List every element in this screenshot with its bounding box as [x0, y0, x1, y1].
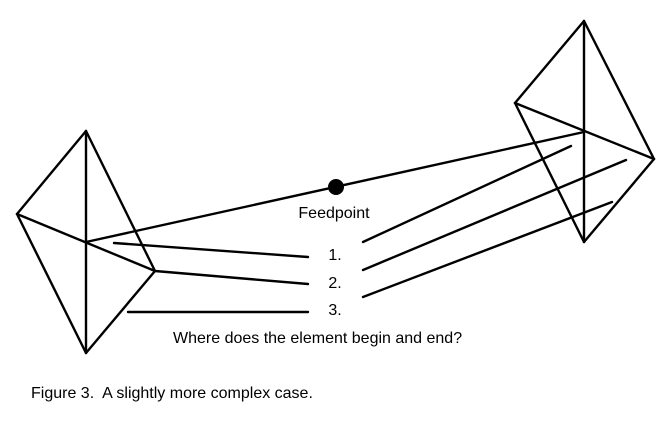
feedpoint-label: Feedpoint — [298, 205, 370, 222]
path-2-left-line — [153, 269, 310, 286]
path-3-right-line — [361, 200, 614, 299]
path-2-right-line — [361, 158, 628, 272]
left-oct-edge — [84, 269, 157, 355]
feedpoint-marker — [328, 179, 344, 195]
left-oct-edge — [84, 129, 157, 273]
right-oct-edge — [582, 19, 656, 161]
path-1-left-line — [112, 241, 310, 259]
question-text: Where does the element begin and end? — [173, 330, 462, 347]
path-label-2: 2. — [328, 275, 341, 292]
left-oct-edge — [15, 129, 88, 216]
left-oct-edge — [15, 212, 88, 355]
right-oct-edge — [513, 101, 586, 244]
right-oct-edge — [582, 157, 656, 244]
figure-caption: Figure 3. A slightly more complex case. — [31, 385, 313, 402]
right-oct-edge — [513, 19, 586, 105]
path-label-1: 1. — [328, 247, 341, 264]
path-1-right-line — [361, 144, 573, 244]
path-label-3: 3. — [328, 302, 341, 319]
